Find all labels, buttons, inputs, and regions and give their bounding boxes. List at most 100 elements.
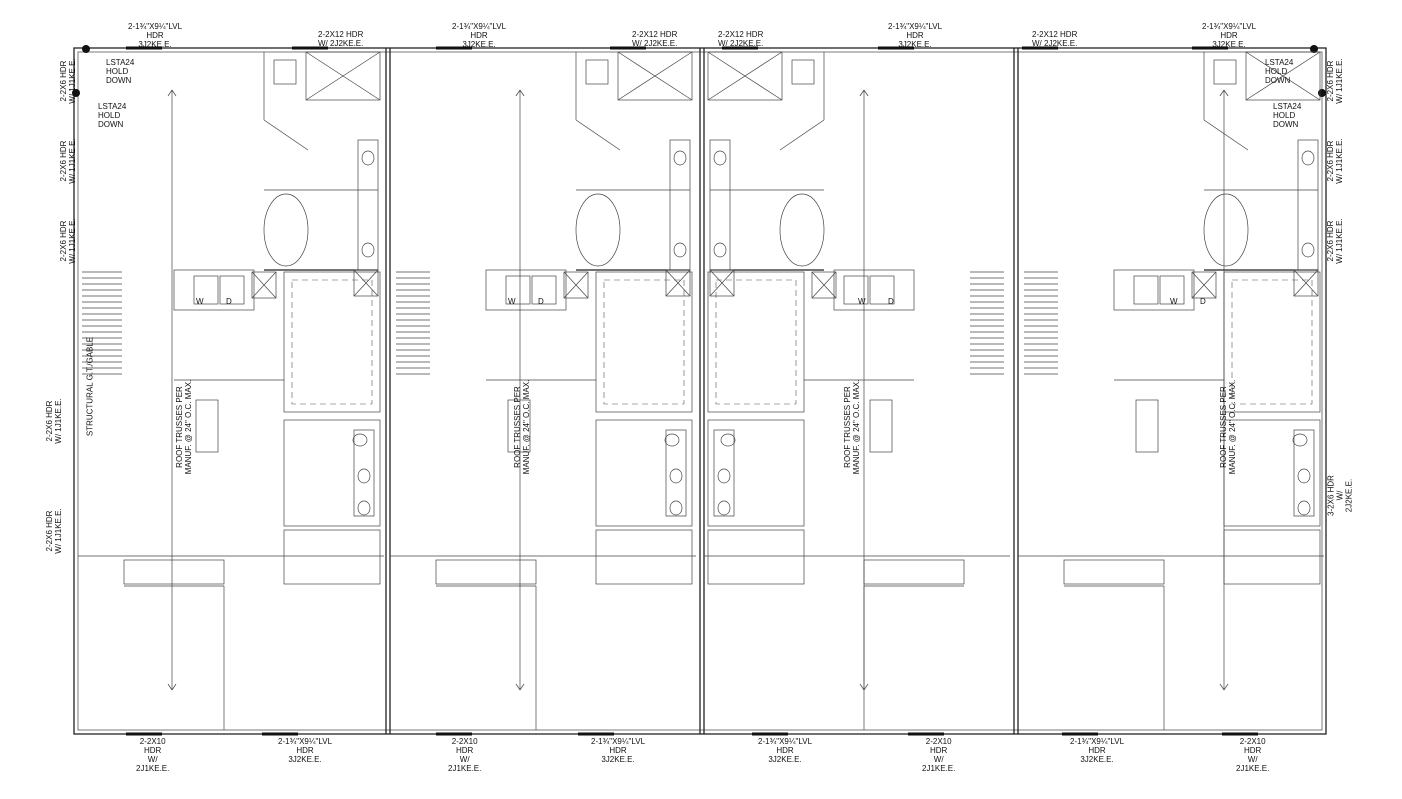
unit-2-island [507, 399, 531, 453]
unit-2-bath-angle [575, 119, 621, 151]
unit-2-shower-x2 [617, 51, 693, 101]
unit-1-corner-x2 [353, 269, 379, 297]
unit-1-sink-lower-2 [357, 500, 371, 516]
unit-4-closet-x [1191, 271, 1217, 299]
unit-3-vanity-upper [709, 139, 731, 271]
unit-2-dryer [531, 275, 557, 305]
unit-1-shower [305, 51, 381, 101]
unit-1-closet-x2 [251, 271, 277, 299]
unit-2-closet-lower [595, 529, 693, 585]
unit-2-washer [505, 275, 531, 305]
unit-4-middle-room [1223, 271, 1321, 413]
washer-label-2: W [508, 297, 516, 306]
hold-down-dot-4 [1318, 89, 1326, 97]
unit-1-lower-bath [283, 419, 381, 527]
unit-3-washer [869, 275, 895, 305]
unit-1-sink-upper-1 [361, 150, 375, 166]
unit-4-truss-arrow-head-bottom-a [1219, 683, 1225, 691]
unit-2-toilet-upper [585, 59, 609, 85]
unit-3-island [869, 399, 893, 453]
unit-2-truss-arrow-head-top-a [515, 89, 521, 97]
unit-2-lower-bath [595, 419, 693, 527]
unit-4-shower [1245, 51, 1321, 101]
unit-4-bath-angle [1203, 119, 1249, 151]
unit-3-bath-angle [779, 119, 825, 151]
unit-1-dryer [219, 275, 245, 305]
unit-3-middle-room [707, 271, 805, 413]
unit-4-vanity-upper [1297, 139, 1319, 271]
unit-1-closet-x [251, 271, 277, 299]
unit-4-toilet-upper [1213, 59, 1237, 85]
dryer-label-1: D [226, 297, 232, 306]
unit-1-closet-lower [283, 529, 381, 585]
unit-1-sink-upper-2 [361, 242, 375, 258]
unit-1-sink-lower-1 [357, 468, 371, 484]
unit-2-sink-upper-1 [673, 150, 687, 166]
unit-1-middle-room-dashed [291, 279, 373, 405]
unit-3-corner-x [709, 269, 735, 297]
unit-3-sink-lower-2 [717, 500, 731, 516]
unit-3-closet-bottom [863, 559, 965, 585]
unit-4-corner-x2 [1293, 269, 1319, 297]
unit-2-corner-x [665, 269, 691, 297]
unit-1-shower-x2 [305, 51, 381, 101]
unit-3-sink-upper-2 [713, 242, 727, 258]
unit-4-closet-lower [1223, 529, 1321, 585]
unit-4-truss-arrow-head-top-b [1223, 89, 1229, 97]
unit-4-vanity-lower [1293, 429, 1315, 517]
unit-2-vanity-lower [665, 429, 687, 517]
unit-4-island [1135, 399, 1159, 453]
unit-2-middle-room [595, 271, 693, 413]
unit-1-toilet-upper [273, 59, 297, 85]
unit-3-truss-arrow-head-bottom-a [859, 683, 865, 691]
unit-3-closet-lower [707, 529, 805, 585]
unit-2-closet-x [563, 271, 589, 299]
structural-gable-label: STRUCTURAL G.T./GABLE [85, 336, 95, 437]
unit-2-middle-room-dashed [603, 279, 685, 405]
unit-2-vanity-upper [669, 139, 691, 271]
unit-1-toilet-lower [352, 433, 368, 447]
hold-down-dot-1 [82, 45, 90, 53]
unit-4-truss-arrow-head-bottom-b [1223, 683, 1229, 691]
unit-1-middle-room [283, 271, 381, 413]
unit-4-shower-x2 [1245, 51, 1321, 101]
unit-3-lower-bath [707, 419, 805, 527]
unit-1-vanity-upper [357, 139, 379, 271]
unit-1-laundry [173, 269, 255, 311]
unit-3-truss-arrow-head-top-b [863, 89, 869, 97]
unit-3-sink-upper-1 [713, 150, 727, 166]
unit-3-sink-lower-1 [717, 468, 731, 484]
unit-2-corner-x2 [665, 269, 691, 297]
unit-2-tub [575, 193, 621, 267]
dryer-label-4: D [1200, 297, 1206, 306]
unit-4-washer [1133, 275, 1159, 305]
dryer-label-2: D [538, 297, 544, 306]
washer-label-1: W [196, 297, 204, 306]
unit-4-truss-arrow-head-top-a [1219, 89, 1225, 97]
hold-down-dot-3 [1310, 45, 1318, 53]
unit-4-sink-upper-1 [1301, 150, 1315, 166]
unit-1-truss-arrow-head-bottom-a [167, 683, 173, 691]
unit-4-closet-x2 [1191, 271, 1217, 299]
unit-4-sink-lower-2 [1297, 500, 1311, 516]
